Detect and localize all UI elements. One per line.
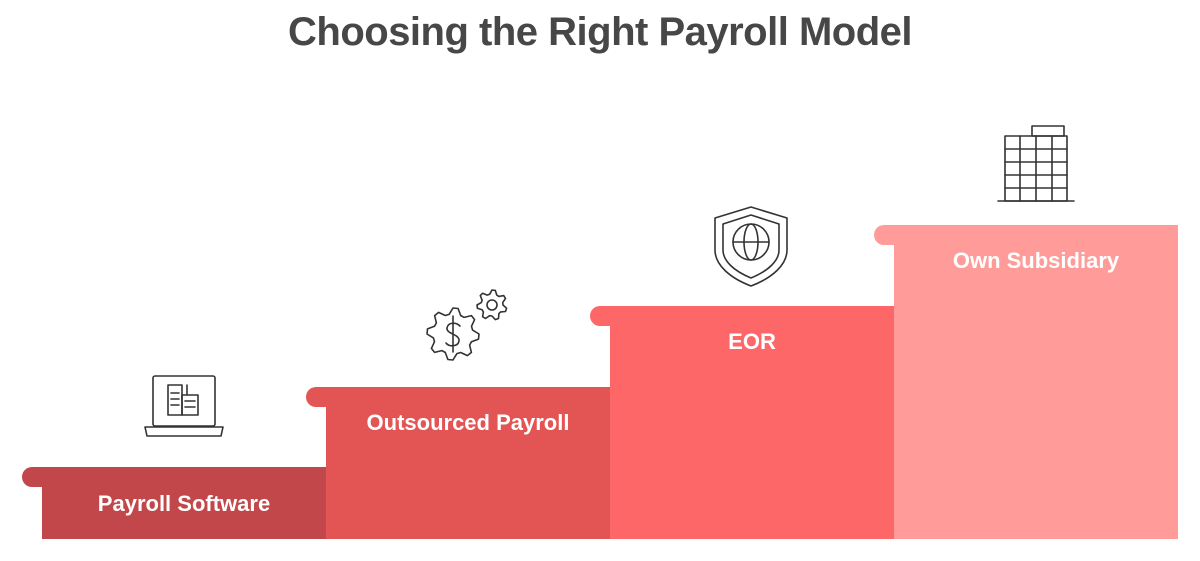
step-block [894, 225, 1178, 539]
diagram-title: Choosing the Right Payroll Model [288, 10, 913, 54]
step-eor: EOR [590, 306, 894, 539]
step-block [610, 306, 894, 539]
shield-globe-icon [714, 206, 788, 287]
step-label: Outsourced Payroll [367, 410, 570, 435]
step-block [326, 387, 610, 539]
step-outsourced-payroll: Outsourced Payroll [306, 387, 610, 539]
step-label: EOR [728, 329, 776, 354]
laptop-document-icon [144, 375, 224, 437]
step-own-subsidiary: Own Subsidiary [874, 225, 1178, 539]
step-payroll-software: Payroll Software [22, 467, 326, 539]
dollar-gears-icon [426, 289, 508, 361]
step-block [42, 467, 326, 539]
office-building-icon [997, 125, 1075, 202]
step-label: Own Subsidiary [953, 248, 1120, 273]
step-label: Payroll Software [98, 491, 270, 516]
